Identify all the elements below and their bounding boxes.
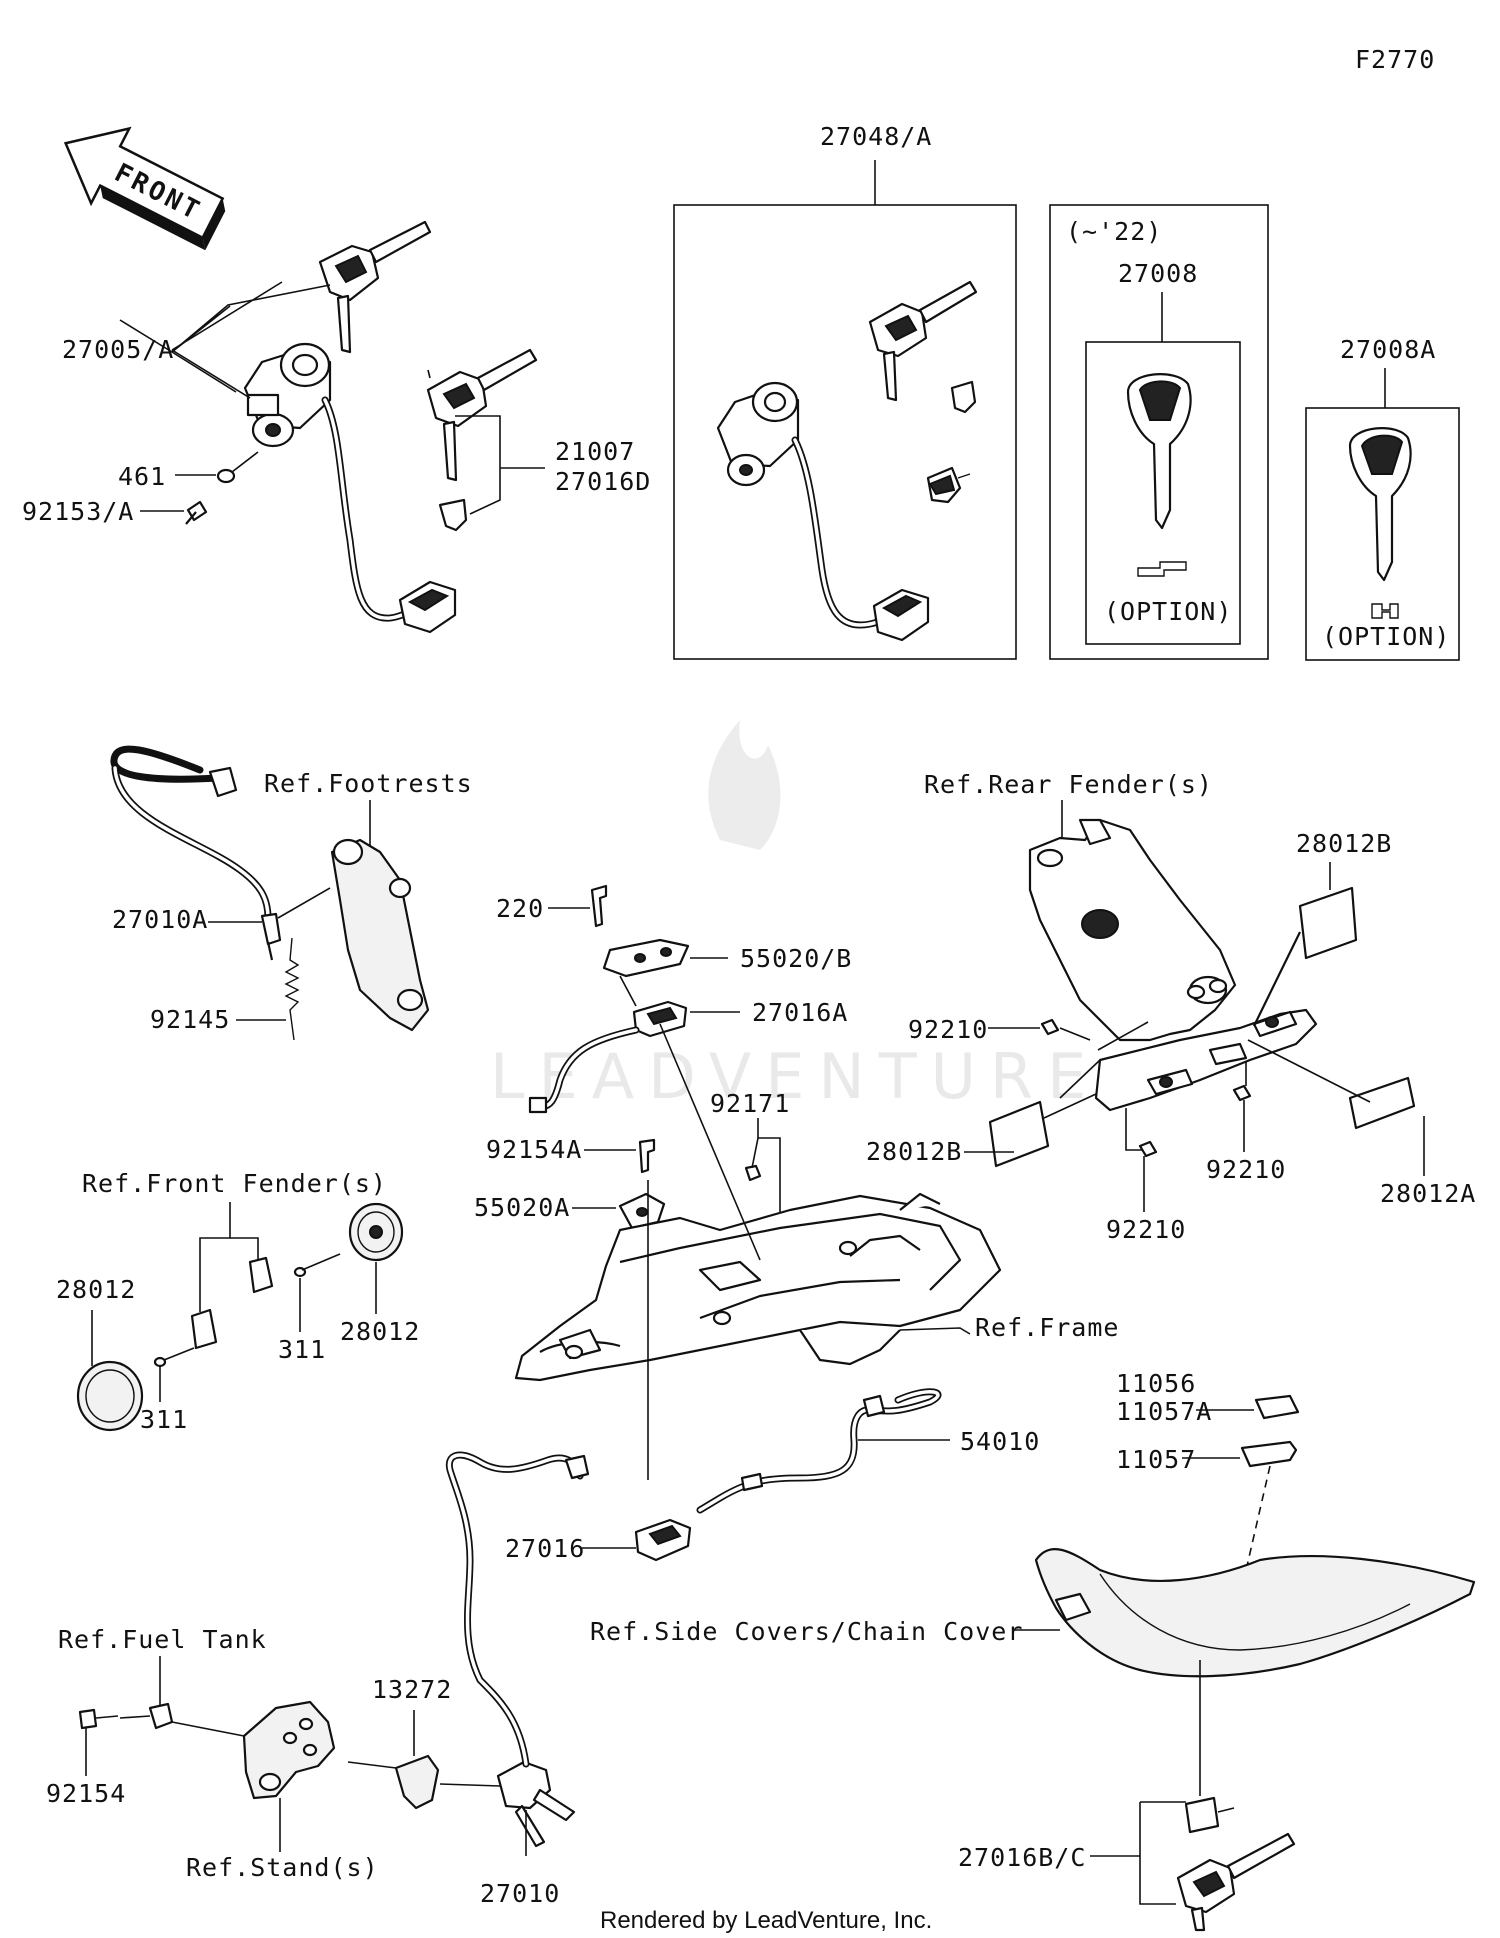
label-ref-front-fender: Ref.Front Fender(s): [82, 1169, 387, 1198]
nut-92171: [744, 1164, 762, 1182]
label-ref-frame: Ref.Frame: [975, 1313, 1119, 1342]
label-28012B-top: 28012B: [1296, 829, 1392, 858]
key-blank-27008: (~'22) 27008 (OPTION): [1049, 204, 1269, 660]
seat-lock-cable-54010: 54010 27016: [505, 1388, 1040, 1563]
label-27010A: 27010A: [112, 905, 208, 934]
label-92145: 92145: [150, 1005, 230, 1034]
nut-92210-a: [1040, 1018, 1060, 1036]
label-92210-c: 92210: [1106, 1215, 1186, 1244]
bolt-92153: [185, 500, 208, 525]
side-stand-switch-27010: Ref.Fuel Tank 92154 Ref.Stand(s) 13272 2…: [46, 1451, 590, 1908]
front-reflectors: Ref.Front Fender(s) 311 311 28012 28012: [56, 1169, 420, 1434]
label-11057A: 11057A: [1116, 1397, 1212, 1426]
label-92210-b: 92210: [1206, 1155, 1286, 1184]
label-11056: 11056: [1116, 1369, 1196, 1398]
bolt-92154: [78, 1708, 98, 1730]
label-55020B: 55020/B: [740, 944, 852, 973]
label-27016A: 27016A: [752, 998, 848, 1027]
label-ref-side-covers: Ref.Side Covers/Chain Cover: [590, 1617, 1023, 1646]
label-28012A: 28012A: [1380, 1179, 1476, 1208]
label-220: 220: [496, 894, 544, 923]
rear-brake-switch-27010A: Ref.Footrests 27010A 92145: [110, 745, 473, 1041]
label-92154A: 92154A: [486, 1135, 582, 1164]
box-27048: [673, 204, 1017, 660]
label-27008A: 27008A: [1340, 335, 1436, 364]
label-27008: 27008: [1118, 259, 1198, 288]
label-92154: 92154: [46, 1779, 126, 1808]
label-ref-fuel-tank: Ref.Fuel Tank: [58, 1625, 267, 1654]
key-blank-27008A: 27008A (OPTION): [1305, 335, 1460, 661]
label-311-b: 311: [140, 1405, 188, 1434]
label-27048A: 27048/A: [820, 122, 932, 151]
label-27016BC: 27016B/C: [958, 1843, 1086, 1872]
label-ref-stand: Ref.Stand(s): [186, 1853, 379, 1882]
label-54010: 54010: [960, 1427, 1040, 1456]
label-era: (~'22): [1066, 217, 1162, 246]
label-27016D: 27016D: [555, 467, 651, 496]
clip-11056: [1254, 1394, 1300, 1420]
reflector-28012-left: [76, 1360, 144, 1432]
bolt-front-2: [248, 1256, 274, 1294]
label-21007: 21007: [555, 437, 635, 466]
box-27008A: [1305, 407, 1460, 661]
watermark: LEADVENTURE: [490, 720, 1100, 1113]
figure-code: F2770: [1355, 45, 1435, 74]
seat-lock-center: 220 55020/B 27016A 92171 92154A 55020A: [474, 884, 852, 1236]
key-27005: [318, 220, 432, 354]
reflector-28012B-top: [1298, 886, 1358, 960]
lock-27016BC: [1184, 1796, 1220, 1834]
key-set-27048: 27048/A: [673, 122, 1017, 660]
clip-fuel-tank: [148, 1702, 174, 1730]
nut-311-a: [153, 1356, 167, 1368]
label-311-a: 311: [278, 1335, 326, 1364]
label-13272: 13272: [372, 1675, 452, 1704]
label-27016: 27016: [505, 1534, 585, 1563]
front-arrow: FRONT: [63, 126, 226, 251]
bolt-front-1: [190, 1308, 218, 1350]
reflector-28012A: [1348, 1076, 1416, 1130]
label-28012B-bot: 28012B: [866, 1137, 962, 1166]
label-ref-footrests: Ref.Footrests: [264, 769, 473, 798]
footer-credit: Rendered by LeadVenture, Inc.: [600, 1907, 932, 1934]
connector-27005: [398, 580, 457, 634]
side-cover-assembly: 11056 11057A 11057 Ref.Side Covers/Chain…: [590, 1369, 1476, 1932]
washer-461: [216, 468, 236, 484]
frame-subframe: Ref.Frame: [514, 1023, 1119, 1480]
label-92210-a: 92210: [908, 1015, 988, 1044]
nut-92210-b: [1232, 1084, 1252, 1102]
label-92171: 92171: [710, 1089, 790, 1118]
nut-92210-c: [1138, 1140, 1158, 1158]
bolt-220: [590, 884, 608, 928]
label-27010: 27010: [480, 1879, 560, 1908]
bracket-11057: [1240, 1440, 1298, 1468]
bolt-92154A: [638, 1138, 656, 1174]
label-28012-left: 28012: [56, 1275, 136, 1304]
label-92153A: 92153/A: [22, 497, 134, 526]
key-blank-21007: 21007 27016D: [426, 348, 651, 532]
label-ref-rear-fender: Ref.Rear Fender(s): [924, 770, 1213, 799]
label-27005A: 27005/A: [62, 335, 174, 364]
label-28012-right: 28012: [340, 1317, 420, 1346]
label-11057: 11057: [1116, 1445, 1196, 1474]
label-option-1: (OPTION): [1104, 597, 1232, 626]
ignition-switch-assembly: 27005/A 461 92153/A: [22, 220, 457, 634]
lock-27016D: [438, 498, 468, 532]
rear-fender-assembly: Ref.Rear Fender(s) 92210 92210 92210: [866, 770, 1476, 1244]
ignition-cylinder: [243, 342, 332, 448]
label-55020A: 55020A: [474, 1193, 570, 1222]
label-461: 461: [118, 462, 166, 491]
label-option-2: (OPTION): [1322, 622, 1450, 651]
watermark-text: LEADVENTURE: [490, 1040, 1100, 1113]
box-27008-inner: [1085, 341, 1241, 645]
plate-13272: [394, 1754, 440, 1810]
box-27008-outer: [1049, 204, 1269, 660]
